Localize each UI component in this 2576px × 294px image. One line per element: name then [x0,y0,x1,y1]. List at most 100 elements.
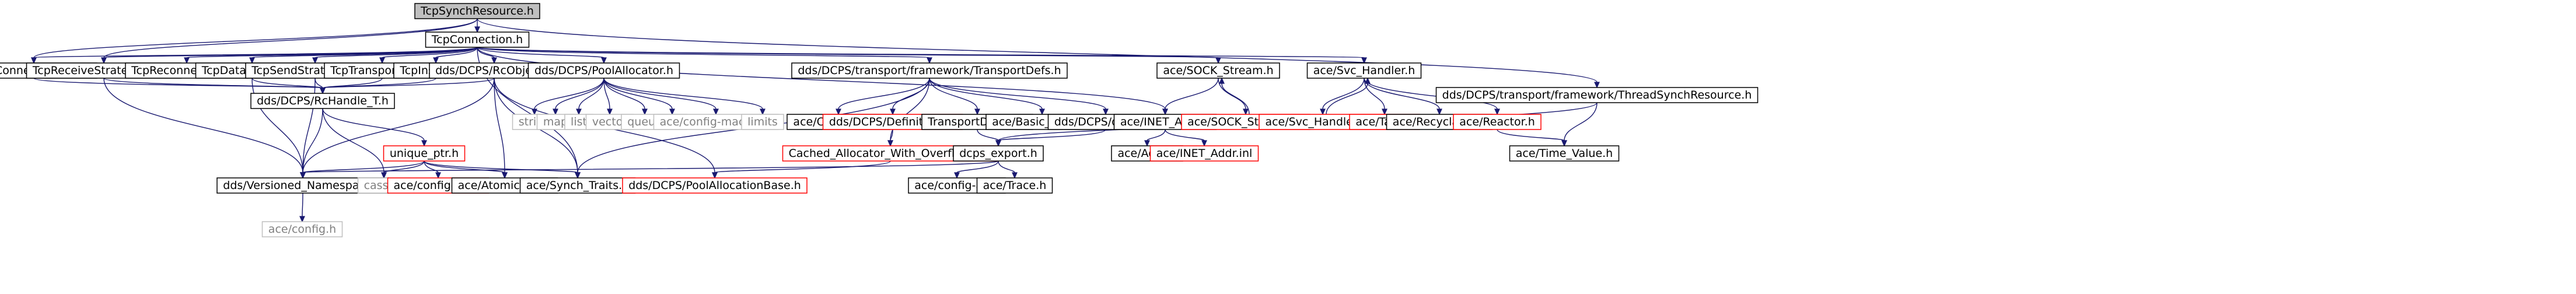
node-ace-svc-handler-h[interactable]: ace/Svc_Handler.h [1306,62,1422,79]
node-box [1453,114,1542,130]
edge-poolallocator-h-to-map [553,78,604,116]
node-ace-reactor-h[interactable]: ace/Reactor.h [1453,114,1542,130]
edge-poolallocator-h-to-limits [603,78,766,116]
node-box [1509,145,1620,162]
node-label: ace/INET_Addr.inl [1156,147,1253,160]
node-label: dds/DCPS/transport/framework/ThreadSynch… [1442,89,1752,102]
node-label: Cached_Allocator_With_Overflow_T.h [789,147,992,160]
node-box [1149,145,1259,162]
node-box [414,3,540,19]
node-label: dds/Versioned_Namespace.h [223,179,382,192]
edge-transportdefs-h-to-transportdebug-h [929,78,980,116]
node-label: dds/DCPS/PoolAllocator.h [534,64,673,77]
edge-transportdefs-h-to-basic-types-h [929,78,1045,116]
node-tcpsynchresource-h[interactable]: TcpSynchResource.h [414,3,540,19]
edge-sock-stream-inl-to-sock-stream-h [1219,77,1250,115]
node-box [1435,87,1759,103]
node-label: dds/DCPS/RcObject.h [435,64,553,77]
node-box [383,145,466,162]
edge-dcps-export-h-to-versioned-namespace-h [300,160,999,179]
node-label: vector [592,116,627,128]
node-box [527,62,680,79]
edge-transportdefs-h-to-dcps-debug-h [929,78,1109,116]
node-dds-dcps-rchandle-t-h[interactable]: dds/DCPS/RcHandle_T.h [250,93,395,109]
edge-tcpsynchresource-h-to-tcpconnection-h [474,19,480,33]
edge-threadsynchresource-h-to-time-value-h [1561,102,1598,147]
edge-tcpconnection-h-to-tcptransport-rch-h [379,47,478,64]
node-box [791,62,1068,79]
edge-tcpconnection-rch-h-to-rchandle-t-h [33,78,326,94]
edge-dcps-export-h-to-config-all-h [954,160,999,179]
edge-versioned-namespace-h-to-ace-config-h [299,192,305,223]
node-unique-ptr-h[interactable]: unique_ptr.h [383,145,466,162]
node-limits[interactable]: limits [741,114,784,130]
edge-dcps-export-h-to-trace-h [998,160,1018,179]
node-ace-trace-h[interactable]: ace/Trace.h [976,177,1053,194]
node-ace-sock-stream-h[interactable]: ace/SOCK_Stream.h [1156,62,1280,79]
edge-sock-stream-h-to-sock-stream-inl [1218,78,1249,116]
node-label: ace/config.h [268,223,336,236]
edge-tcpconnection-h-to-tcpinst-rch-h [433,47,478,64]
edge-unique-ptr-h-to-config-lite-h [424,160,441,179]
edge-poolallocator-h-to-list [576,78,604,116]
node-layer: TcpSynchResource.hTcpConnection.hTcpConn… [0,3,1759,237]
node-box [261,221,343,237]
edge-tcpconnection-h-to-transportdefs-h [477,47,932,64]
node-box [250,93,395,109]
edge-transportdefs-h-to-cdr-base-h [836,78,930,116]
node-label: dds/DCPS/transport/framework/TransportDe… [798,64,1061,77]
edge-unique-ptr-h-to-cassert [381,160,425,179]
node-dds-dcps-poolallocationbase-h[interactable]: dds/DCPS/PoolAllocationBase.h [622,177,808,194]
edge-poolallocator-h-to-queue [603,78,648,116]
node-label: list [571,116,587,128]
node-box [976,177,1053,194]
edge-tcpconnection-h-to-poolallocator-h [477,47,607,64]
edge-tcpconnection-h-to-svc-handler-h [477,47,1367,64]
node-box [1156,62,1280,79]
edge-svc-handler-h-to-recyclable-h [1364,78,1442,116]
node-label: ace/Synch_Traits.h [526,179,630,192]
node-label: ace/Trace.h [983,179,1047,192]
edge-rcobject-h-to-rchandle-t-h [320,78,495,94]
edge-tcpconnection-h-to-tcpdatalink-rch-h [249,47,478,64]
edge-tcpsynchresource-h-to-threadsynchresource-h [477,18,1600,89]
edge-svc-handler-h-to-svc-handler-cpp [1320,78,1365,116]
edge-inet-addr-h-to-addr-h [1144,129,1166,147]
node-label: ace/Reactor.h [1459,116,1535,128]
edge-tcpconnection-h-to-tcpreceivestrategy-rch-h [101,47,478,64]
node-label: map [543,116,568,128]
node-box [741,114,784,130]
edge-cached-allocator-h-to-poolallocationbase-h [712,160,891,179]
node-label: TcpConnection.h [431,33,523,46]
node-dds-dcps-poolallocator-h[interactable]: dds/DCPS/PoolAllocator.h [527,62,680,79]
edge-unique-ptr-h-to-versioned-namespace-h [300,160,425,179]
node-ace-config-h[interactable]: ace/config.h [261,221,343,237]
node-box [953,145,1044,162]
node-box [425,32,530,48]
edge-definitions-h-to-cached-allocator-h [887,129,893,147]
node-dds-dcps-transport-framework-threadsynchresource-h[interactable]: dds/DCPS/transport/framework/ThreadSynch… [1435,87,1759,103]
node-box [622,177,808,194]
edge-poolallocator-h-to-config-macros-h [603,78,719,116]
node-ace-time-value-h[interactable]: ace/Time_Value.h [1509,145,1620,162]
node-ace-inet-addr-inl[interactable]: ace/INET_Addr.inl [1149,145,1259,162]
node-dcps-export-h[interactable]: dcps_export.h [953,145,1044,162]
node-label: unique_ptr.h [390,147,459,160]
edge-poolallocator-h-to-set [603,78,675,116]
edge-svc-handler-h-to-task-h [1364,78,1387,116]
node-tcpconnection-h[interactable]: TcpConnection.h [425,32,530,48]
edge-poolallocator-h-to-vector [603,78,613,116]
edge-transportdefs-h-to-cached-allocator-h [887,78,930,147]
edge-unique-ptr-h-to-atomic-op-h [424,160,508,179]
node-label: ace/Svc_Handler.h [1313,64,1415,77]
edge-rchandle-t-h-to-cassert [322,108,387,179]
node-label: dds/DCPS/PoolAllocationBase.h [628,179,801,192]
edge-svc-handler-h-to-reactor-h [1364,78,1500,116]
node-dds-dcps-transport-framework-transportdefs-h[interactable]: dds/DCPS/transport/framework/TransportDe… [791,62,1068,79]
edge-tcpconnection-h-to-tcpreconnecttask-h [184,47,478,64]
node-ace-synch-traits-h[interactable]: ace/Synch_Traits.h [519,177,636,194]
edge-dcps-debug-h-to-dcps-export-h [995,129,1106,147]
edge-inet-addr-h-to-inet-addr-inl [1165,129,1207,147]
node-label: ace/Time_Value.h [1516,147,1613,160]
